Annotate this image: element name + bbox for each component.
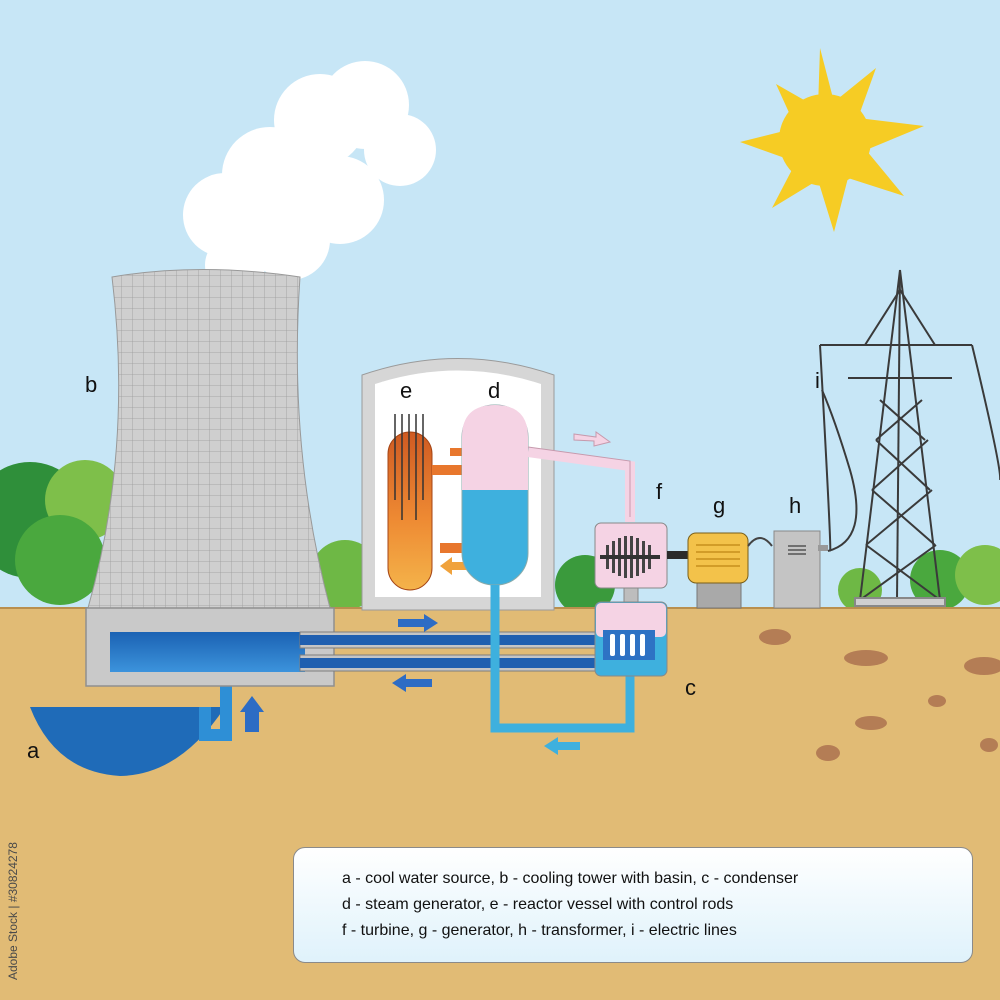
cooling-tower xyxy=(85,269,335,687)
cooling-water-pipes xyxy=(299,631,611,672)
label-b: b xyxy=(85,372,97,397)
label-f: f xyxy=(656,479,663,504)
transformer xyxy=(773,530,828,609)
label-d: d xyxy=(488,378,500,403)
label-i: i xyxy=(815,368,820,393)
intake-pipe xyxy=(199,667,232,741)
sun-icon xyxy=(740,48,924,232)
arrow-icon xyxy=(544,737,580,755)
shaft xyxy=(667,551,695,559)
label-h: h xyxy=(789,493,801,518)
label-e: e xyxy=(400,378,412,403)
steam-generator xyxy=(461,404,529,586)
tree-icon xyxy=(0,460,1000,615)
generator xyxy=(687,532,749,609)
arrow-icon xyxy=(573,431,612,447)
label-a: a xyxy=(27,738,40,763)
cloud-icon xyxy=(183,61,436,295)
label-c: c xyxy=(685,675,696,700)
feedwater-line xyxy=(490,585,635,733)
label-g: g xyxy=(713,493,725,518)
pylon-icon xyxy=(819,269,1000,607)
legend-box: a - cool water source, b - cooling tower… xyxy=(293,847,973,963)
legend-line-3: f - turbine, g - generator, h - transfor… xyxy=(342,922,737,939)
control-rods xyxy=(394,414,424,520)
legend-line-2: d - steam generator, e - reactor vessel … xyxy=(342,896,734,913)
arrow-icon xyxy=(392,614,438,692)
stock-watermark: Adobe Stock | #30824278 xyxy=(6,842,20,980)
condenser xyxy=(594,601,668,677)
legend-line-1: a - cool water source, b - cooling tower… xyxy=(342,870,799,887)
reactor-vessel xyxy=(387,414,433,591)
soil-stones xyxy=(759,629,1000,761)
arrow-icon xyxy=(240,696,264,732)
turbine xyxy=(594,522,668,603)
cool-water-source xyxy=(30,707,225,776)
